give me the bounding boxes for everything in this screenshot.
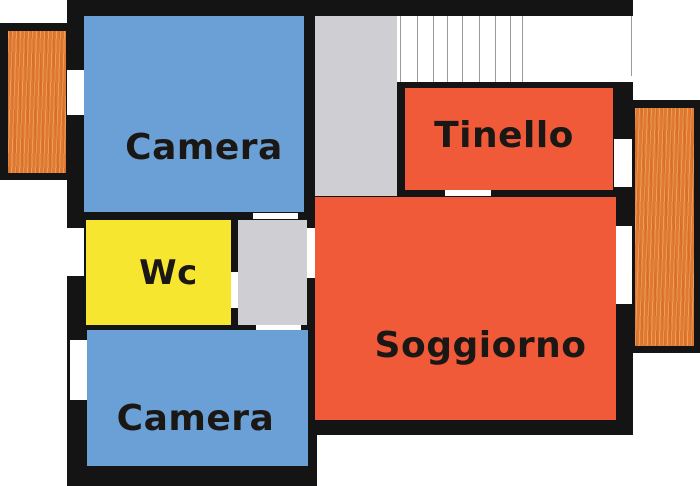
door-camera-top: [253, 213, 298, 219]
window-tinello: [614, 139, 632, 187]
room-tinello[interactable]: Tinello: [405, 88, 613, 190]
room-label-soggiorno: Soggiorno: [374, 325, 587, 366]
door-hall-soggiorno: [307, 228, 315, 278]
wall-right-block: [305, 0, 633, 16]
balcony-left: [8, 31, 66, 173]
exterior-bottom-right: [317, 435, 700, 486]
room-label-camera-top: Camera: [125, 126, 283, 168]
window-soggiorno: [616, 226, 632, 304]
room-label-tinello: Tinello: [434, 114, 574, 156]
room-label-wc: Wc: [139, 252, 198, 293]
room-wc[interactable]: Wc: [86, 220, 231, 325]
room-soggiorno[interactable]: Soggiorno: [315, 197, 616, 420]
room-label-camera-bottom: Camera: [116, 397, 275, 439]
window-left-3: [70, 340, 87, 400]
stairs: [399, 16, 614, 82]
room-hall[interactable]: [238, 220, 307, 325]
room-camera-top[interactable]: Camera: [84, 16, 304, 212]
room-corridor[interactable]: [315, 16, 397, 196]
stairs-landing: [614, 16, 632, 76]
balcony-right: [635, 108, 694, 346]
window-left-2: [67, 228, 84, 276]
window-left-1: [67, 70, 84, 115]
door-tinello: [445, 190, 491, 196]
room-camera-bottom[interactable]: Camera: [87, 330, 308, 466]
door-wc: [231, 272, 238, 308]
door-camera-bottom: [256, 325, 301, 330]
